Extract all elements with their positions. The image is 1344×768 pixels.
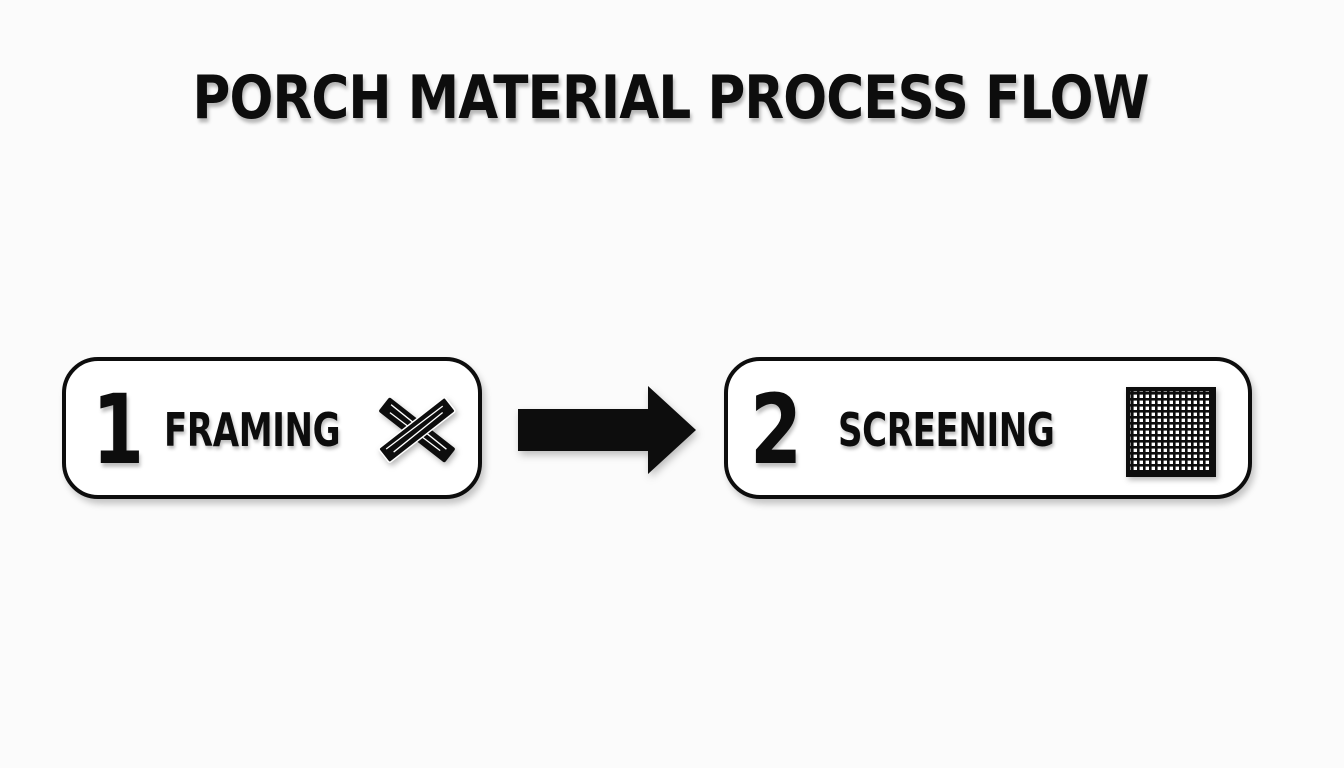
right-arrow-icon (518, 386, 696, 474)
step-label: FRAMING (164, 403, 341, 457)
diagram-title: PORCH MATERIAL PROCESS FLOW (192, 63, 1149, 133)
step-number: 2 (750, 374, 803, 486)
step-screening: 2 SCREENING (724, 357, 1252, 499)
screen-mesh-icon (1126, 387, 1216, 477)
step-framing: 1 FRAMING (62, 357, 482, 499)
crossed-lumber-icon (378, 397, 456, 463)
step-number: 1 (92, 374, 145, 486)
step-label: SCREENING (838, 403, 1055, 457)
